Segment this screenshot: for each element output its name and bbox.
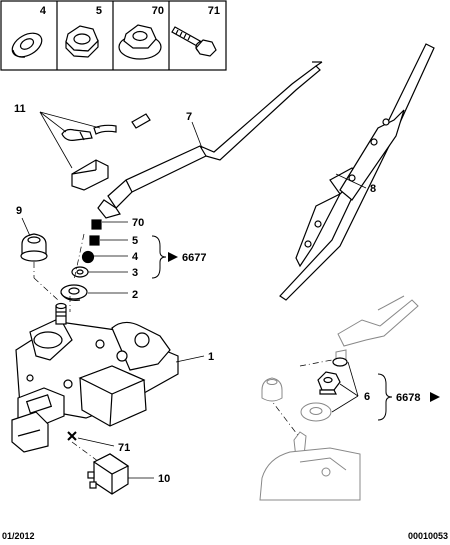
hex-nut-icon [65, 25, 99, 58]
callout-70: 70 [132, 217, 144, 229]
bolt-71-marker [67, 431, 77, 441]
wiper-arm [97, 61, 323, 219]
group-6678: 6678 [396, 392, 420, 404]
arrow-6678 [430, 392, 440, 402]
callout-7: 7 [186, 111, 192, 123]
callout-3: 3 [132, 267, 138, 279]
callout-2: 2 [132, 289, 138, 301]
flange-nut-icon [118, 24, 162, 60]
callout-71: 71 [118, 442, 130, 454]
grommet [20, 233, 48, 262]
legend-label-4: 4 [40, 5, 47, 17]
wiper-motor [11, 302, 179, 453]
callout-4: 4 [132, 251, 139, 263]
legend-label-70: 70 [152, 5, 164, 17]
callout-1: 1 [208, 351, 214, 363]
arrow-6677 [168, 252, 178, 262]
footer-reference: 00010053 [407, 531, 448, 541]
inset-installation [259, 295, 419, 501]
callout-10: 10 [158, 473, 170, 485]
washer-icon [11, 32, 43, 58]
leader-11 [39, 111, 101, 169]
brace-6677 [151, 235, 167, 279]
callout-5: 5 [132, 235, 138, 247]
wiper-blade [279, 43, 435, 301]
fastener-stack [60, 219, 102, 301]
leader-6 [331, 361, 359, 413]
callout-6: 6 [364, 391, 370, 403]
legend-label-5: 5 [96, 5, 102, 17]
callout-9: 9 [16, 205, 22, 217]
brace-6678 [377, 373, 393, 421]
legend-strip [0, 0, 227, 71]
bolt-icon [171, 26, 217, 57]
callout-8: 8 [370, 183, 376, 195]
callout-11: 11 [14, 103, 26, 115]
legend-label-71: 71 [208, 5, 220, 17]
footer-date: 01/2012 [2, 531, 35, 541]
fastener-leaders [88, 221, 128, 294]
inset-nuts [317, 357, 348, 395]
connector [87, 453, 130, 495]
group-6677: 6677 [182, 252, 206, 264]
